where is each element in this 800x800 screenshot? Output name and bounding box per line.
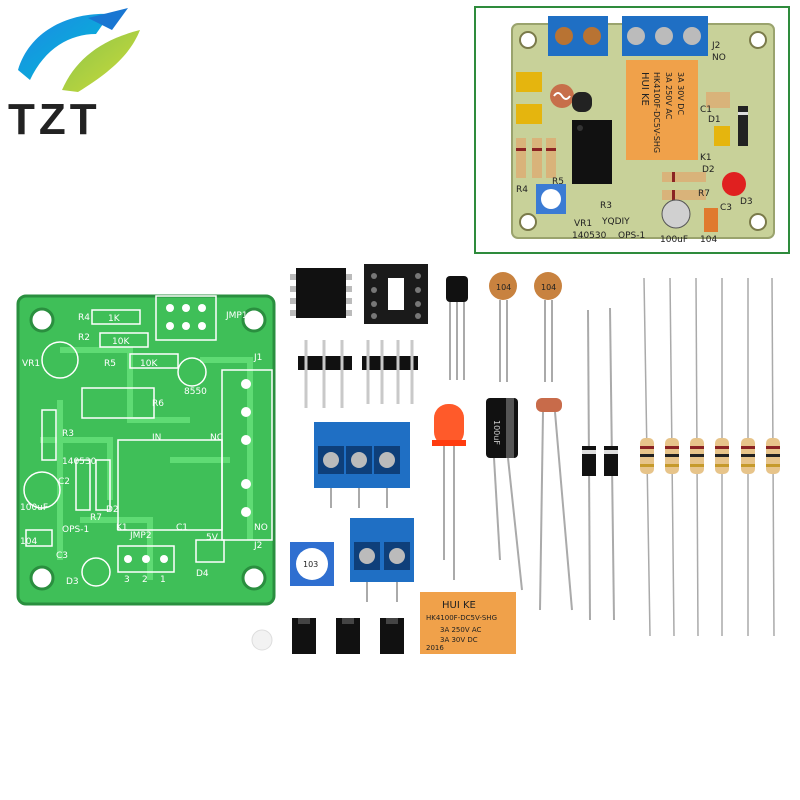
svg-text:R7: R7 [90,513,102,523]
white-spacer [251,629,273,651]
svg-text:2016: 2016 [426,644,444,652]
bare-pcb: R4 1K R2 10K R5 10K JMP1 J1 VR1 8550 R6 … [16,294,276,606]
svg-text:J1: J1 [253,353,262,363]
terminal-block-3pin [314,422,410,508]
svg-text:HK4100F-DC5V-SHG: HK4100F-DC5V-SHG [426,614,497,622]
svg-text:NO: NO [712,53,726,63]
ceramic-capacitor-2: 104 [534,272,562,382]
electrolytic-cap [661,199,691,229]
svg-text:J2: J2 [253,541,262,551]
diode-1 [582,309,596,621]
ic-chip-loose [290,268,352,318]
assembled-board-photo: HUI KE HK4100F-DC5V-SHG 3A 250V AC 3A 30… [474,6,790,254]
svg-text:103: 103 [303,560,318,569]
transistor [446,276,468,380]
svg-text:104: 104 [20,537,37,547]
svg-text:10K: 10K [140,359,158,369]
trimmer-potentiometer: 103 [290,542,334,586]
svg-text:HUI KE: HUI KE [639,72,650,106]
electrolytic-capacitor: 100uF [486,398,523,591]
svg-text:R3: R3 [62,429,74,439]
svg-text:R4: R4 [78,313,90,323]
svg-text:2: 2 [142,575,148,585]
relay [626,60,698,160]
svg-text:C1: C1 [176,523,188,533]
pin-header-4 [362,340,418,404]
svg-text:104: 104 [541,283,556,292]
svg-text:3A 250V AC: 3A 250V AC [440,626,482,634]
svg-text:D3: D3 [66,577,79,587]
svg-text:R5: R5 [552,177,564,187]
svg-text:140530: 140530 [62,457,97,467]
tzt-logo [0,0,160,150]
svg-text:JMP1: JMP1 [225,311,248,321]
svg-text:NO: NO [254,523,268,533]
svg-text:1K: 1K [108,314,121,324]
svg-text:HK4100F-DC5V-SHG: HK4100F-DC5V-SHG [652,72,661,153]
svg-text:D1: D1 [708,115,721,125]
svg-text:104: 104 [700,235,717,245]
svg-text:R3: R3 [600,201,612,211]
svg-text:J2: J2 [711,41,720,51]
svg-text:R5: R5 [104,359,116,369]
svg-text:D4: D4 [196,569,209,579]
svg-text:100uF: 100uF [20,503,48,513]
svg-text:C1: C1 [700,105,712,115]
svg-text:100uF: 100uF [660,235,688,245]
svg-text:D2: D2 [106,505,119,515]
svg-text:100uF: 100uF [492,420,501,445]
svg-text:R4: R4 [516,185,528,195]
svg-text:NC: NC [210,433,223,443]
svg-text:3A 30V DC: 3A 30V DC [676,72,685,115]
svg-text:D2: D2 [702,165,715,175]
svg-text:3A 250V AC: 3A 250V AC [664,72,673,120]
svg-text:104: 104 [496,283,511,292]
ceramic-capacitor-1: 104 [489,272,517,382]
ic-socket [364,264,428,324]
red-led [432,404,466,580]
svg-text:C3: C3 [56,551,68,561]
svg-text:140530: 140530 [572,231,607,241]
svg-text:VR1: VR1 [22,359,40,369]
svg-text:10K: 10K [112,337,130,347]
jumper-caps [292,618,404,654]
brand-name: TZT [8,95,101,144]
terminal-block-2pin [350,518,414,602]
diode-2 [604,307,618,621]
svg-text:1: 1 [160,575,166,585]
svg-text:R6: R6 [152,399,164,409]
svg-text:3A 30V DC: 3A 30V DC [440,636,478,644]
svg-text:IN: IN [152,433,161,443]
svg-text:HUI KE: HUI KE [442,600,476,611]
svg-text:C2: C2 [58,477,70,487]
svg-text:8550: 8550 [184,387,207,397]
svg-text:K1: K1 [116,523,128,533]
svg-text:D3: D3 [740,197,753,207]
relay: HUI KE HK4100F-DC5V-SHG 3A 250V AC 3A 30… [420,592,516,654]
svg-text:R7: R7 [698,189,710,199]
svg-text:OPS-1: OPS-1 [618,231,645,241]
svg-text:5V: 5V [206,533,219,543]
pin-header-3 [298,340,352,408]
svg-text:R2: R2 [78,333,90,343]
resistors [640,277,780,637]
svg-text:VR1: VR1 [574,219,592,229]
svg-text:YQDIY: YQDIY [601,217,630,227]
svg-text:3: 3 [124,575,130,585]
svg-text:K1: K1 [700,153,712,163]
ldr-photoresistor [536,398,573,611]
svg-text:C3: C3 [720,203,732,213]
svg-text:OPS-1: OPS-1 [62,525,89,535]
red-led [722,172,746,196]
svg-text:JMP2: JMP2 [129,531,152,541]
